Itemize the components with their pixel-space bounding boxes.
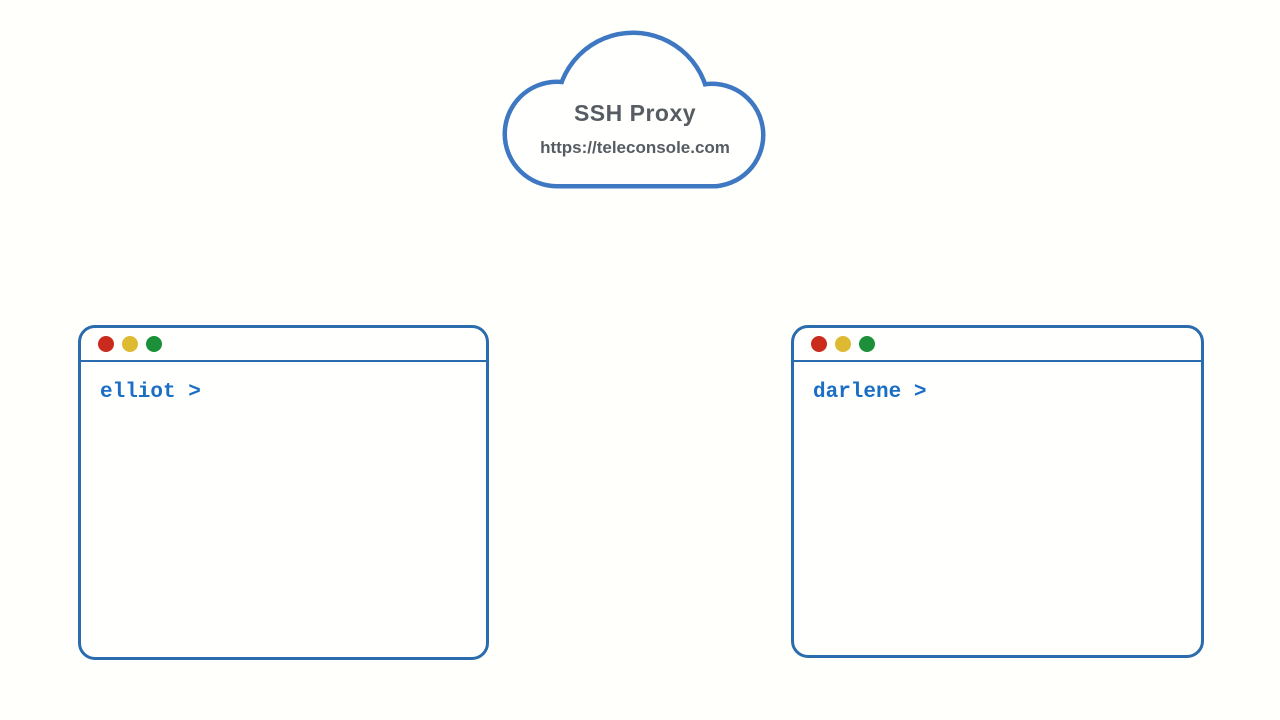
- terminal-window-elliot[interactable]: elliot >: [78, 325, 489, 660]
- minimize-button-icon[interactable]: [122, 336, 138, 352]
- close-button-icon[interactable]: [811, 336, 827, 352]
- shell-prompt-darlene: darlene >: [813, 381, 927, 404]
- minimize-button-icon[interactable]: [835, 336, 851, 352]
- cloud-url: https://teleconsole.com: [540, 138, 730, 157]
- shell-prompt-elliot: elliot >: [100, 381, 201, 404]
- cloud-title: SSH Proxy: [573, 100, 697, 126]
- terminal-body[interactable]: elliot >: [81, 362, 486, 423]
- maximize-button-icon[interactable]: [146, 336, 162, 352]
- maximize-button-icon[interactable]: [859, 336, 875, 352]
- close-button-icon[interactable]: [98, 336, 114, 352]
- terminal-titlebar: [81, 328, 486, 362]
- ssh-proxy-cloud: SSH Proxy https://teleconsole.com: [502, 28, 768, 196]
- terminal-body[interactable]: darlene >: [794, 362, 1201, 423]
- terminal-titlebar: [794, 328, 1201, 362]
- cloud-icon: [502, 30, 766, 189]
- terminal-window-darlene[interactable]: darlene >: [791, 325, 1204, 658]
